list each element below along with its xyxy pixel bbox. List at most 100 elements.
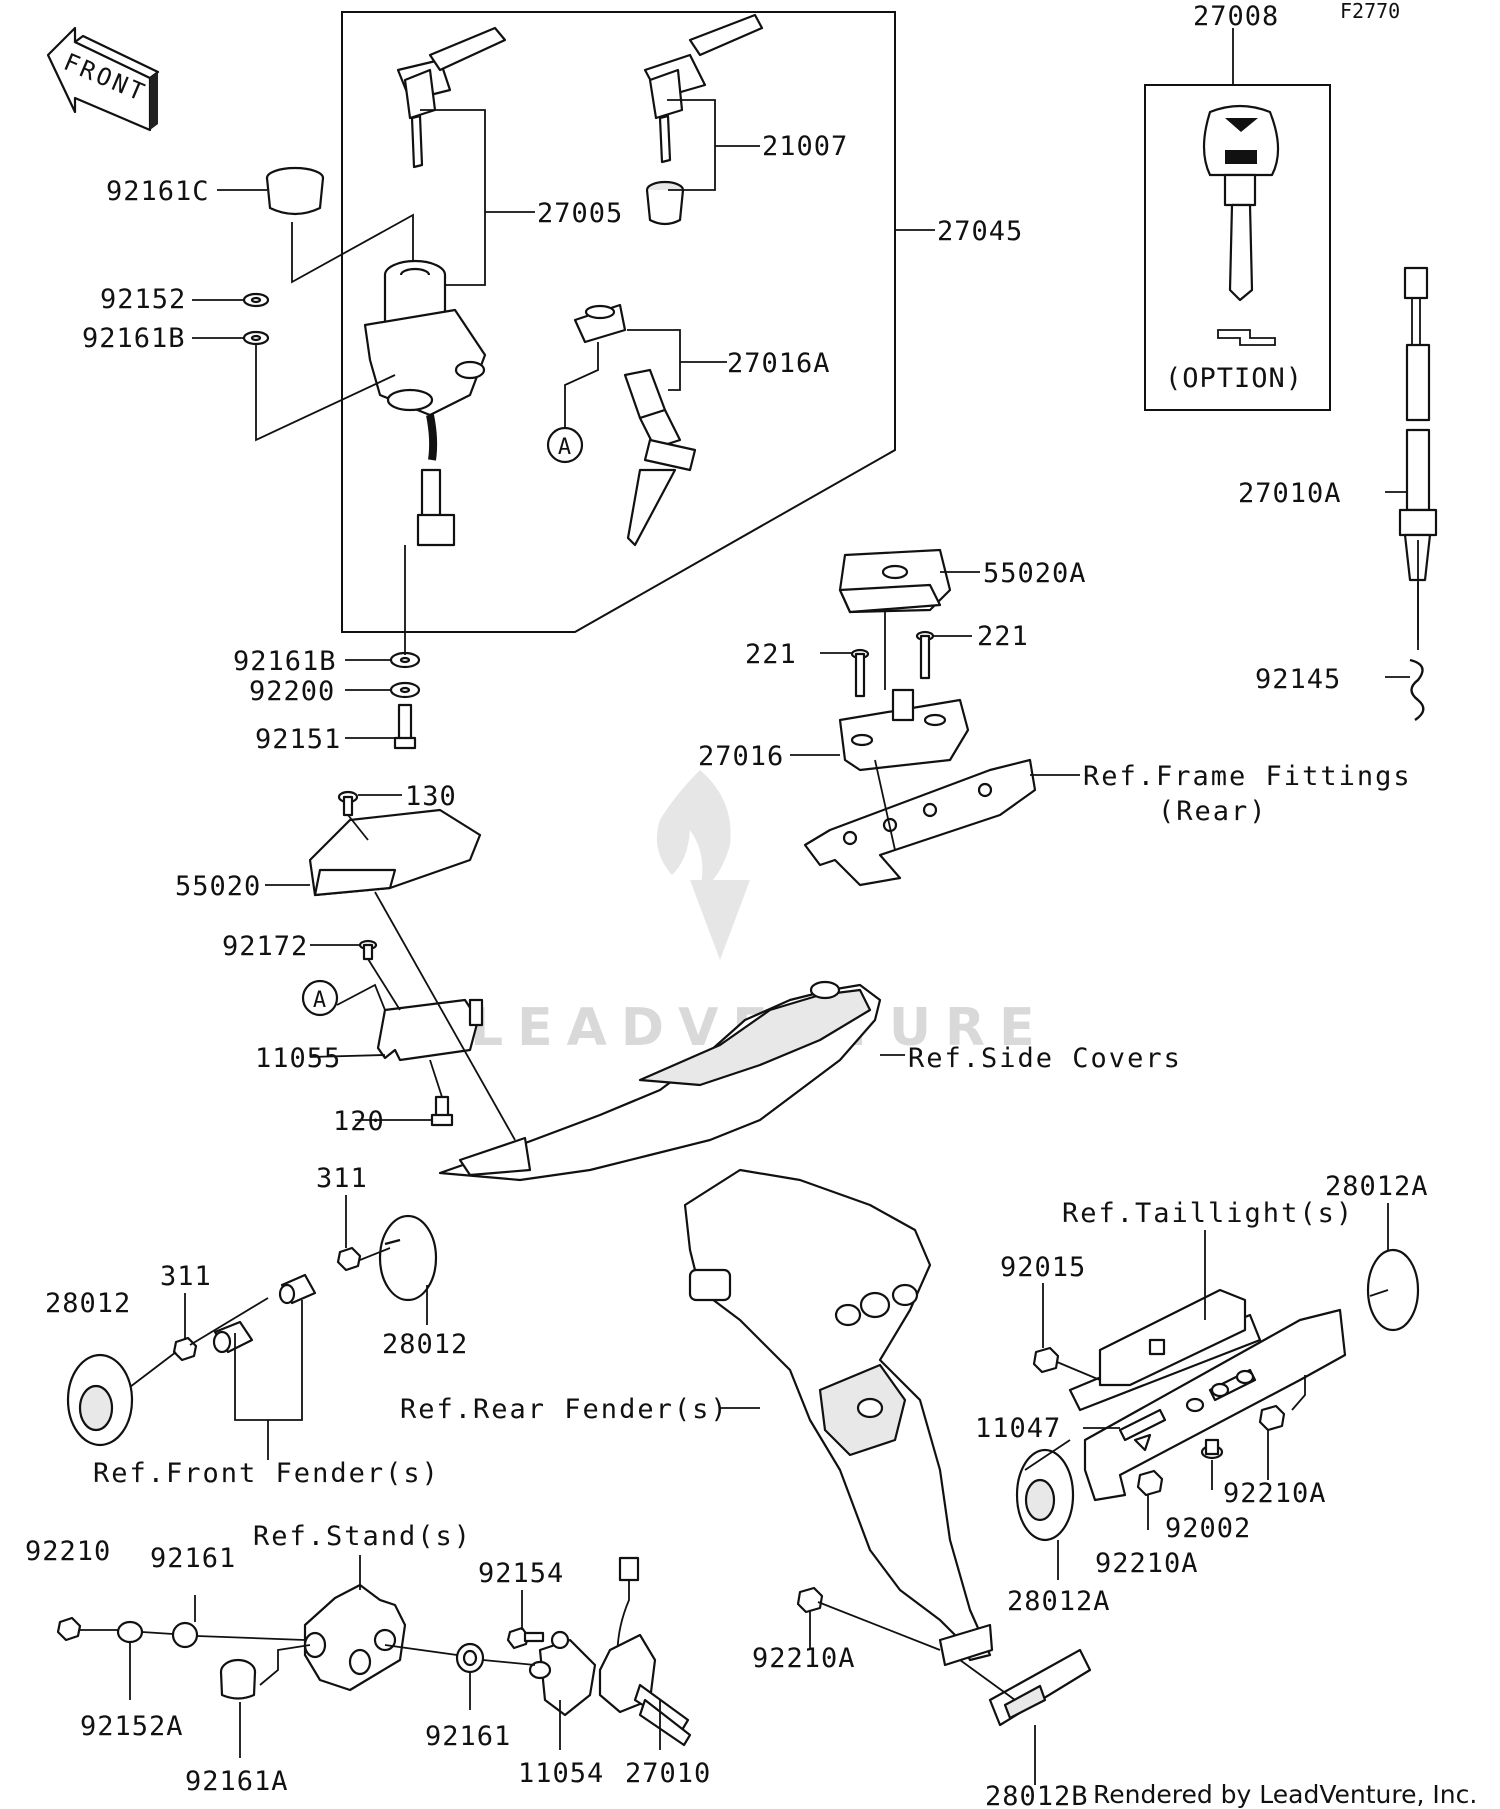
washer-92200 — [389, 681, 421, 699]
label-92161-upper: 92161 — [150, 1543, 236, 1574]
reflector-28012B — [988, 1648, 1092, 1727]
label-92145: 92145 — [1255, 664, 1341, 695]
label-28012A-top: 28012A — [1325, 1171, 1429, 1202]
stand-bracket — [303, 1583, 407, 1692]
label-120: 120 — [333, 1106, 385, 1137]
label-28012-mid: 28012 — [382, 1329, 468, 1360]
label-11055: 11055 — [255, 1043, 341, 1074]
label-92152A: 92152A — [80, 1711, 184, 1742]
ignition-key-pair-right — [643, 13, 764, 164]
bushing-92161A — [219, 1658, 257, 1700]
bolt-92154 — [506, 1626, 545, 1650]
label-55020A: 55020A — [983, 558, 1087, 589]
label-92161A: 92161A — [185, 1766, 289, 1797]
taillight-bracket — [1068, 1288, 1262, 1412]
callout-a-mid-label: A — [313, 988, 327, 1013]
label-ref-side-covers: Ref.Side Covers — [908, 1043, 1182, 1074]
callout-a-top: A — [546, 426, 584, 464]
option-key-box — [1144, 84, 1331, 411]
ignition-key-pair-left — [396, 26, 507, 169]
cover-55020A — [838, 548, 952, 614]
collar-92161C — [265, 166, 325, 216]
label-92154: 92154 — [478, 1558, 564, 1589]
label-ref-taillights: Ref.Taillight(s) — [1062, 1198, 1354, 1229]
front-arrow: FRONT — [46, 26, 160, 132]
callout-a-top-label: A — [558, 435, 572, 460]
bolt-120 — [430, 1095, 454, 1127]
label-ref-frame-rear: (Rear) — [1158, 796, 1268, 827]
rear-fender — [683, 1168, 994, 1667]
lock-cap-21007 — [645, 180, 685, 226]
ignition-switch-27005 — [363, 259, 487, 547]
nut-92210A-mid — [1136, 1469, 1164, 1497]
spacer-front-fender-a — [212, 1320, 254, 1354]
washer-92161-lower — [455, 1642, 485, 1674]
frame-fitting-rear — [803, 758, 1037, 887]
nut-92015 — [1032, 1346, 1060, 1374]
bracket-11055 — [376, 998, 484, 1062]
bolt-92151 — [393, 703, 417, 750]
nut-311-lower — [172, 1336, 198, 1362]
label-11047: 11047 — [975, 1413, 1061, 1444]
spacer-front-fender-b — [278, 1273, 317, 1305]
label-92161B-top: 92161B — [82, 323, 186, 354]
label-28012A-bottom: 28012A — [1007, 1586, 1111, 1617]
footer-rendered-by: Rendered by LeadVenture, Inc. — [1093, 1780, 1477, 1809]
bolt-130 — [337, 790, 359, 817]
washer-92161-upper — [171, 1621, 199, 1649]
side-cover — [438, 980, 882, 1182]
label-92152: 92152 — [100, 284, 186, 315]
label-ref-stands: Ref.Stand(s) — [253, 1521, 472, 1552]
bolt-92002 — [1200, 1438, 1224, 1460]
label-27010A: 27010A — [1238, 478, 1342, 509]
bracket-11054 — [528, 1630, 597, 1717]
label-ref-rear-fender: Ref.Rear Fender(s) — [400, 1394, 729, 1425]
diagram-code: F2770 — [1340, 0, 1400, 23]
label-92161-lower: 92161 — [425, 1721, 511, 1752]
reflector-28012A-right — [1366, 1248, 1420, 1332]
screw-221-right — [915, 630, 935, 680]
label-92161C: 92161C — [106, 176, 210, 207]
seat-lock-27016A — [573, 303, 697, 547]
nut-311-upper — [336, 1246, 362, 1272]
cover-55020 — [308, 808, 482, 897]
screw-221-left — [850, 648, 870, 698]
label-92210A-right: 92210A — [1223, 1478, 1327, 1509]
nut-92210 — [56, 1616, 82, 1642]
washer-92152A — [116, 1620, 144, 1644]
nut-92210A-right — [1258, 1404, 1286, 1432]
label-221-left: 221 — [745, 639, 797, 670]
label-11054: 11054 — [518, 1758, 604, 1789]
callout-a-mid: A — [301, 979, 339, 1017]
label-92172: 92172 — [222, 931, 308, 962]
washer-92161B-mid — [389, 651, 421, 669]
label-311-lower: 311 — [160, 1261, 212, 1292]
reflector-28012-mid — [378, 1214, 438, 1302]
label-27010: 27010 — [625, 1758, 711, 1789]
label-21007: 21007 — [762, 131, 848, 162]
label-27016: 27016 — [698, 741, 784, 772]
label-221-right: 221 — [977, 621, 1029, 652]
label-92015: 92015 — [1000, 1252, 1086, 1283]
label-130: 130 — [405, 781, 457, 812]
label-311-upper: 311 — [316, 1163, 368, 1194]
label-28012B: 28012B — [985, 1781, 1089, 1809]
label-27045: 27045 — [937, 216, 1023, 247]
label-92002: 92002 — [1165, 1513, 1251, 1544]
nut-92210A-bottom — [796, 1586, 824, 1614]
label-28012-left: 28012 — [45, 1288, 131, 1319]
switch-27010A — [1398, 266, 1438, 721]
label-option: (OPTION) — [1165, 363, 1303, 394]
label-92151: 92151 — [255, 724, 341, 755]
kit-box-27045 — [341, 11, 896, 633]
reflector-28012A-left — [1015, 1448, 1075, 1542]
label-ref-front-fender: Ref.Front Fender(s) — [93, 1458, 440, 1489]
screw-92172 — [358, 939, 378, 961]
bracket-11047 — [1083, 1308, 1347, 1502]
washer-92152 — [242, 292, 270, 308]
label-92210: 92210 — [25, 1536, 111, 1567]
label-92161B-mid: 92161B — [233, 646, 337, 677]
seat-lock-27016 — [838, 688, 970, 772]
label-92200: 92200 — [249, 676, 335, 707]
